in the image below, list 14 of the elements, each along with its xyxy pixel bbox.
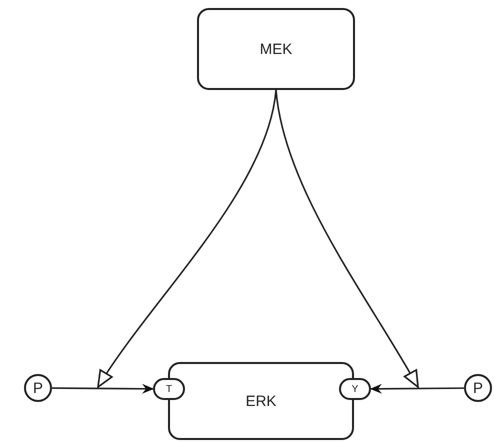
phosphate-circle — [464, 374, 492, 402]
process-box — [168, 362, 354, 440]
node-label: MEK — [260, 40, 292, 58]
catalysis-arrow — [275, 90, 419, 388]
catalysis-arrow — [97, 90, 277, 388]
node-label: T — [166, 384, 172, 394]
node-label: P — [32, 380, 43, 396]
process-box — [197, 8, 355, 90]
phosphate-circle — [24, 374, 52, 402]
arrow — [52, 384, 154, 394]
node-label: ERK — [246, 392, 276, 410]
arrow — [370, 384, 464, 394]
node-label: P — [472, 380, 483, 396]
node-label: Y — [352, 384, 358, 394]
